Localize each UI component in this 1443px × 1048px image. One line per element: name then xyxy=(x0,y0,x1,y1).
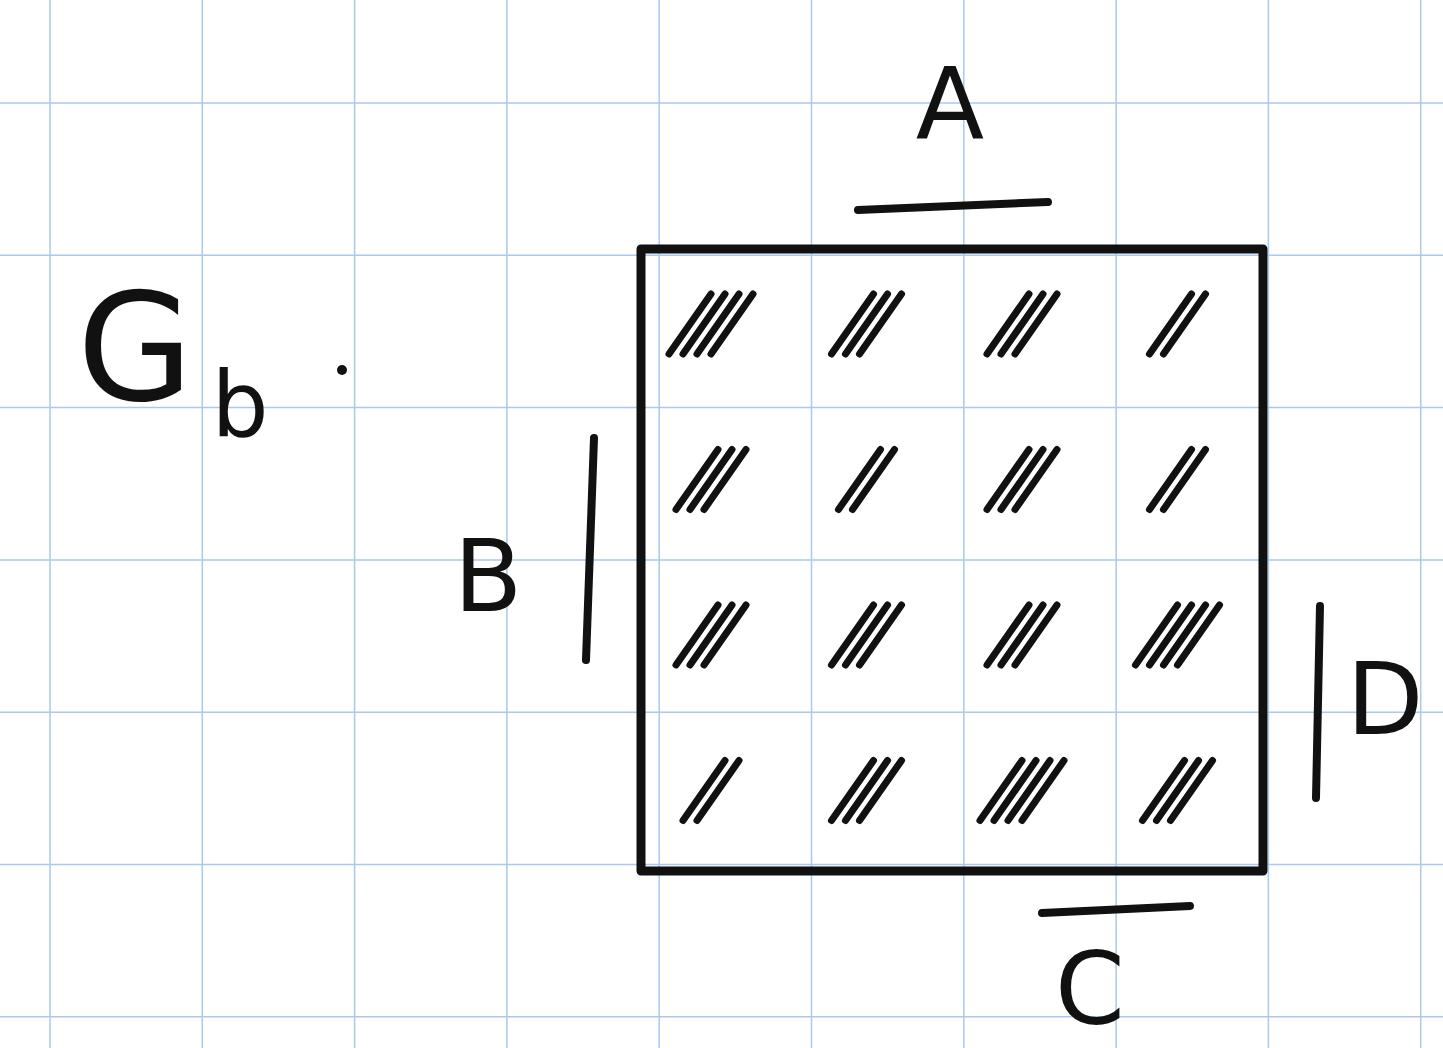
cell-hatching xyxy=(980,761,1064,821)
cell-hatching xyxy=(987,294,1057,354)
map-outline xyxy=(641,249,1263,871)
hatch-stroke xyxy=(860,761,902,821)
hatch-stroke xyxy=(853,450,895,510)
hatch-stroke xyxy=(1171,761,1213,821)
function-subscript: b xyxy=(211,360,268,450)
ink-drawing xyxy=(337,202,1320,913)
cell-hatching xyxy=(987,605,1057,665)
function-name: G xyxy=(77,273,193,423)
cell-hatching xyxy=(1143,761,1213,821)
hatch-stroke xyxy=(1178,605,1220,665)
hatch-stroke xyxy=(697,761,739,821)
grid-line xyxy=(0,102,1443,104)
grid-line xyxy=(0,864,1443,866)
cell-hatching xyxy=(669,294,753,354)
grid-line xyxy=(811,0,813,1048)
variable-label: D xyxy=(1346,650,1423,750)
grid-line xyxy=(0,559,1443,561)
grid-line xyxy=(506,0,508,1048)
variable-label: A xyxy=(916,55,984,155)
cell-hatching xyxy=(683,761,739,821)
grid-line xyxy=(49,0,51,1048)
grid-line xyxy=(354,0,356,1048)
hatch-stroke xyxy=(704,605,746,665)
hatch-stroke xyxy=(1164,294,1206,354)
variable-label: B xyxy=(454,527,523,627)
cell-hatching xyxy=(987,450,1057,510)
cell-hatching xyxy=(832,761,902,821)
variable-range-bar xyxy=(1316,606,1320,798)
grid-line xyxy=(1420,0,1422,1048)
grid-line xyxy=(963,0,965,1048)
hatch-stroke xyxy=(711,294,753,354)
hatch-stroke xyxy=(1164,450,1206,510)
hatch-stroke xyxy=(1015,605,1057,665)
grid-line xyxy=(1268,0,1270,1048)
grid-line xyxy=(0,1016,1443,1018)
variable-label: C xyxy=(1055,940,1125,1040)
variable-range-bar xyxy=(586,438,594,660)
grid-line xyxy=(0,711,1443,713)
hatch-stroke xyxy=(1022,761,1064,821)
grid-line xyxy=(658,0,660,1048)
title-dot xyxy=(337,365,347,375)
variable-range-bar xyxy=(858,202,1048,210)
variable-range-bar xyxy=(1042,906,1190,913)
hatch-stroke xyxy=(704,450,746,510)
cell-hatching xyxy=(832,294,902,354)
hatch-stroke xyxy=(1015,450,1057,510)
cell-hatching xyxy=(832,605,902,665)
cell-hatching xyxy=(676,450,746,510)
cell-hatching xyxy=(1136,605,1220,665)
grid-line xyxy=(0,255,1443,257)
hatch-stroke xyxy=(1015,294,1057,354)
hatch-stroke xyxy=(860,294,902,354)
cell-hatching xyxy=(1150,450,1206,510)
grid-line xyxy=(1115,0,1117,1048)
hatch-stroke xyxy=(860,605,902,665)
cell-hatching xyxy=(1150,294,1206,354)
grid-line xyxy=(202,0,204,1048)
cell-hatching xyxy=(839,450,895,510)
cell-hatching xyxy=(676,605,746,665)
